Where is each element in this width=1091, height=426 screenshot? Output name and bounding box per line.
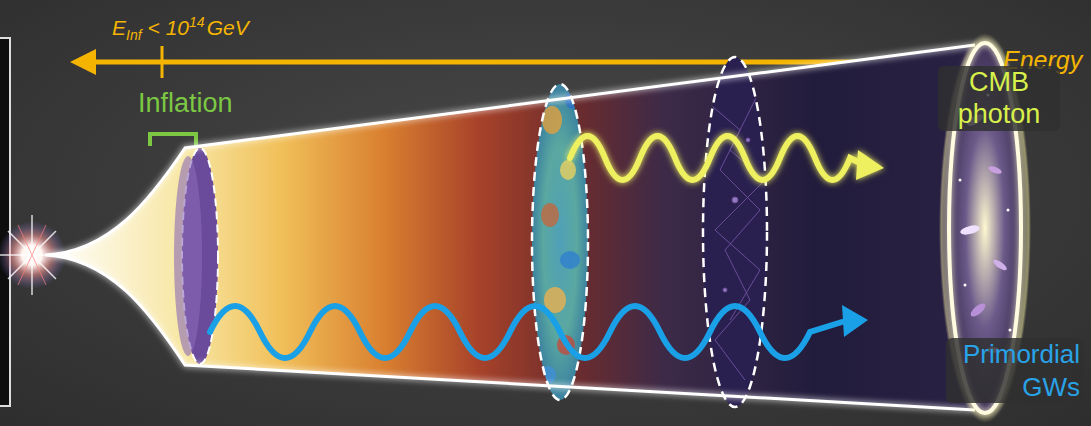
energy-scale-label: EInf < 1014GeV [112,14,249,43]
cmb-photon-wave [570,136,884,180]
signal-label: Primordial GWs [946,338,1084,403]
energy-unit: GeV [207,16,249,39]
cone-outline [45,45,975,410]
exponent: 14 [189,14,205,30]
universe-cone [45,45,975,410]
structure-slice [703,57,767,407]
inflation-bracket [150,134,196,146]
energy-symbol: E [112,16,126,39]
edge-panel [0,38,10,406]
epoch-label: Inflation [138,88,233,119]
big-bang-burst [0,215,70,295]
subscript: Inf [126,27,142,43]
cmb-slice [532,84,588,400]
bound-value: < 10 [148,16,189,39]
gravitational-wave [210,305,868,358]
signal-label: CMB photon [938,66,1060,131]
